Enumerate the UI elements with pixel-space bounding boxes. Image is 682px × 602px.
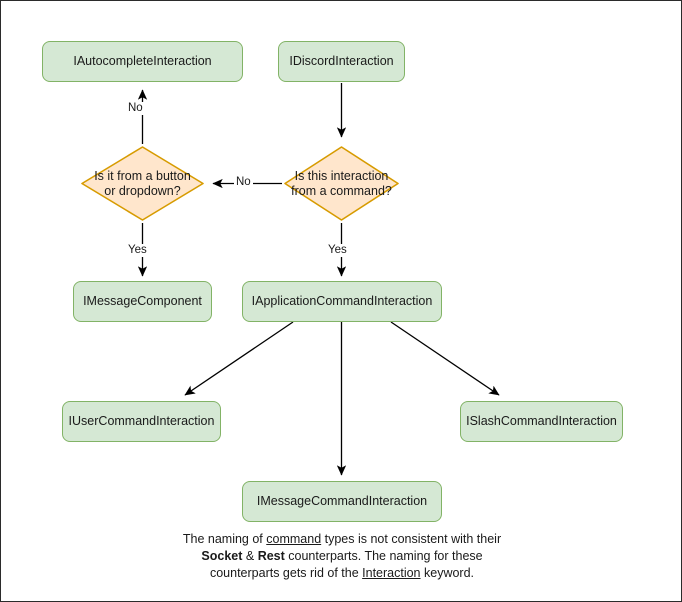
footnote-l1-underline: command xyxy=(266,532,322,546)
node-label: IDiscordInteraction xyxy=(289,54,394,68)
node-user-command-interaction[interactable]: IUserCommandInteraction xyxy=(62,401,221,442)
node-slash-command-interaction[interactable]: ISlashCommandInteraction xyxy=(460,401,623,442)
node-application-command-interaction[interactable]: IApplicationCommandInteraction xyxy=(242,281,442,322)
footnote-l3-underline: Interaction xyxy=(362,566,421,580)
node-decision-button-or-dropdown[interactable]: Is it from a button or dropdown? xyxy=(79,144,206,223)
node-label: ISlashCommandInteraction xyxy=(466,414,617,428)
node-discord-interaction[interactable]: IDiscordInteraction xyxy=(278,41,405,82)
node-label: IMessageComponent xyxy=(83,294,202,308)
footnote-l2-c: counterparts. The naming for these xyxy=(284,549,483,563)
node-label: Is it from a button or dropdown? xyxy=(94,168,191,198)
footnote-line-1: The naming of command types is not consi… xyxy=(101,531,583,548)
edge-label-no-to-autocomplete: No xyxy=(126,102,145,115)
node-message-component[interactable]: IMessageComponent xyxy=(73,281,212,322)
node-label: IApplicationCommandInteraction xyxy=(251,294,433,308)
edge-appcommand-to-slashcommand xyxy=(390,321,500,396)
footnote-l3-a: counterparts gets rid of the xyxy=(209,566,363,580)
edge-label-yes-to-appcommand: Yes xyxy=(326,244,349,257)
edge-label-yes-to-messagecomponent: Yes xyxy=(126,244,149,257)
edge-label-no-between-decisions: No xyxy=(234,176,253,189)
footnote-l2-socket: Socket xyxy=(201,549,243,563)
node-decision-from-command[interactable]: Is this interaction from a command? xyxy=(282,144,401,223)
edge-appcommand-to-usercommand xyxy=(184,321,294,396)
node-label: IUserCommandInteraction xyxy=(68,414,215,428)
node-autocomplete-interaction[interactable]: IAutocompleteInteraction xyxy=(42,41,243,82)
footnote-l2-amp: & xyxy=(242,549,258,563)
node-message-command-interaction[interactable]: IMessageCommandInteraction xyxy=(242,481,442,522)
footnote-l3-b: keyword. xyxy=(420,566,475,580)
node-label: IMessageCommandInteraction xyxy=(256,494,428,508)
diamond-shape xyxy=(284,146,399,221)
footnote-l1-b: types is not consistent with their xyxy=(321,532,502,546)
diamond-shape xyxy=(81,146,204,221)
node-label: Is this interaction from a command? xyxy=(291,168,392,198)
footnote-line-3: counterparts gets rid of the Interaction… xyxy=(101,565,583,582)
footnote-l2-rest: Rest xyxy=(257,549,285,563)
node-label: IAutocompleteInteraction xyxy=(73,54,212,68)
footnote-line-2: Socket & Rest counterparts. The naming f… xyxy=(101,548,583,565)
footnote-l1-a: The naming of xyxy=(182,532,267,546)
footnote-text: The naming of command types is not consi… xyxy=(101,531,583,582)
